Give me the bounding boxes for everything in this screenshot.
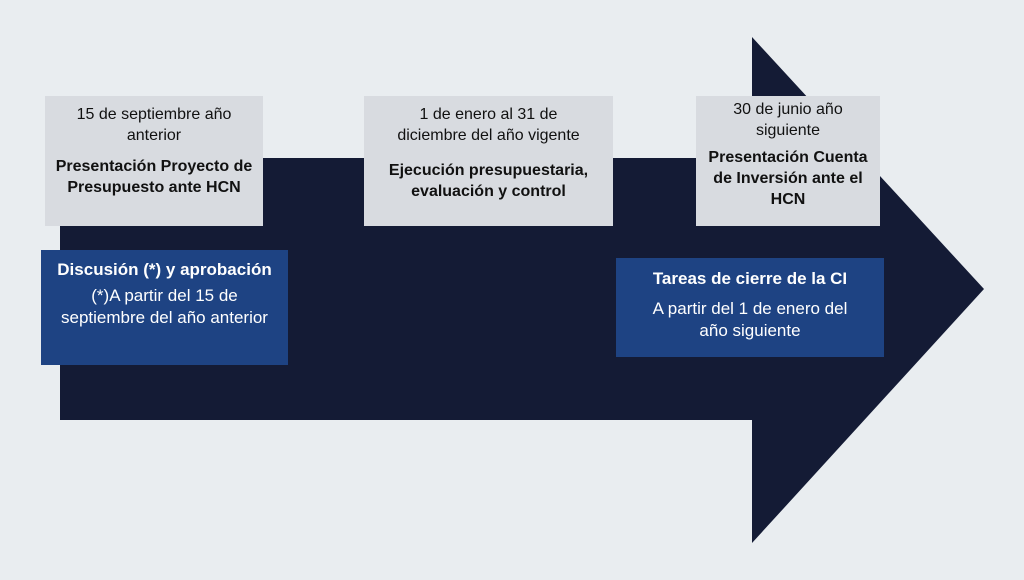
milestone-date: 30 de junio año siguiente [733,101,843,139]
milestone-card-3: 30 de junio año siguiente Presentación C… [696,96,880,226]
milestone-card-1: 15 de septiembre año anterior Presentaci… [45,96,263,226]
milestone-description: Ejecución presupuestaria, evaluación y c… [388,162,589,200]
phase-body: A partir del 1 de enero del año siguient… [652,299,848,340]
phase-box-discussion: Discusión (*) y aprobación (*)A partir d… [41,250,288,365]
milestone-date: 1 de enero al 31 de diciembre del año vi… [397,106,580,144]
phase-body: (*)A partir del 15 de septiembre del año… [61,286,268,327]
milestone-date: 15 de septiembre año anterior [76,106,232,144]
milestone-description: Presentación Cuenta de Inversión ante el… [708,149,868,208]
phase-title: Discusión (*) y aprobación [57,260,272,279]
milestone-card-2: 1 de enero al 31 de diciembre del año vi… [364,96,613,226]
phase-title: Tareas de cierre de la CI [652,269,848,288]
milestone-description: Presentación Proyecto de Presupuesto ant… [55,158,253,196]
phase-box-closing: Tareas de cierre de la CI A partir del 1… [616,258,884,357]
